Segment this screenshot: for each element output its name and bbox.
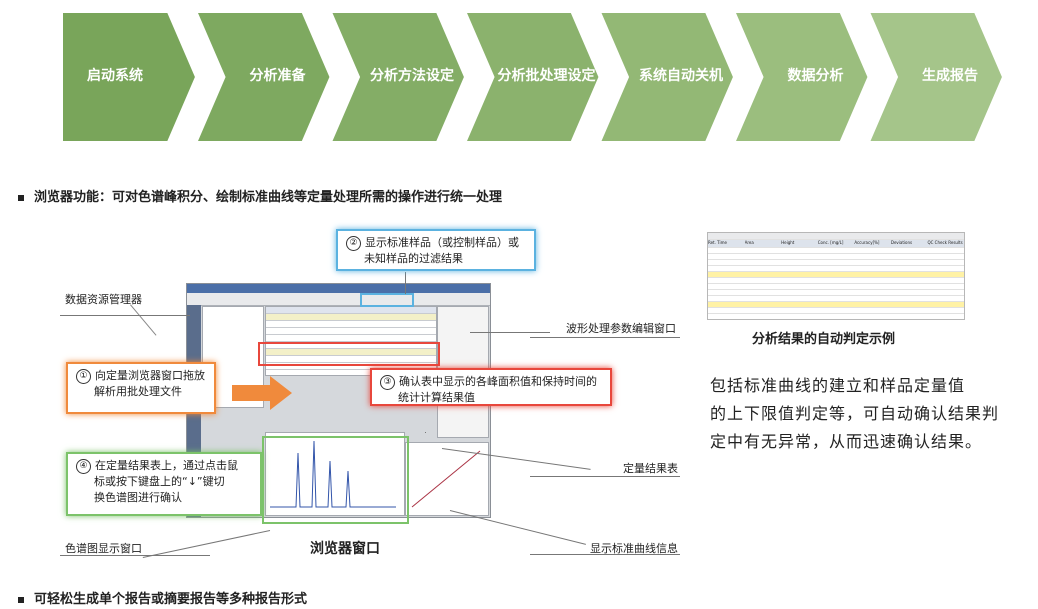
callout-filter-results: ② 显示标准样品（或控制样品）或 未知样品的过滤结果 [336, 229, 536, 271]
leader-line [470, 332, 550, 333]
callout-text: 标或按下键盘上的“↓”键切 [94, 475, 225, 488]
callout-switch-chromatogram: ④ 在定量结果表上，通过点击鼠 标或按下键盘上的“↓”键切 换色谱图进行确认 [66, 452, 262, 516]
section-title: 浏览器功能：可对色谱峰积分、绘制标准曲线等定量处理所需的操作进行统一处理 [34, 190, 503, 205]
workflow-banner [61, 11, 1005, 143]
result-caption: 分析结果的自动判定示例 [752, 332, 896, 347]
number-badge: ① [76, 368, 91, 384]
callout-text: 换色谱图进行确认 [94, 491, 182, 504]
highlight-box-red [258, 342, 440, 366]
label-waveform-window: 波形处理参数编辑窗口 [566, 322, 676, 335]
description-line: 定中有无异常，从而迅速确认结果。 [710, 432, 983, 451]
workflow-step-label: 分析准备 [249, 68, 306, 84]
leader-line [142, 530, 271, 559]
section-heading-browser: 浏览器功能：可对色谱峰积分、绘制标准曲线等定量处理所需的操作进行统一处理 [18, 186, 502, 205]
workflow-step-chevron [194, 11, 332, 143]
leader-line [60, 315, 190, 316]
callout-text: 未知样品的过滤结果 [364, 252, 463, 265]
workflow-step-label: 启动系统 [87, 68, 143, 84]
section-heading-reports: 可轻松生成单个报告或摘要报告等多种报告形式 [18, 588, 307, 607]
label-quant-table: 定量结果表 [623, 462, 678, 475]
calibration-plot [411, 450, 481, 508]
description-text: 包括标准曲线的建立和样品定量值 的上下限值判定等，可自动确认结果判 定中有无异常… [710, 372, 1010, 456]
workflow-step-chevron [732, 11, 870, 143]
workflow-step-label: 数据分析 [787, 68, 844, 84]
number-badge: ④ [76, 458, 91, 474]
leader-line [425, 432, 426, 433]
result-column-header: Conc. [mg/L] [817, 240, 844, 245]
callout-text: 解析用批处理文件 [94, 385, 182, 398]
description-line: 包括标准曲线的建立和样品定量值 [710, 376, 966, 395]
workflow-step-chevron [329, 11, 467, 143]
leader-line [530, 554, 680, 555]
workflow-step-label: 生成报告 [922, 68, 978, 84]
label-data-manager: 数据资源管理器 [65, 293, 142, 306]
workflow-step-label: 分析批处理设定 [497, 68, 596, 84]
callout-text: 显示标准样品（或控制样品）或 [365, 236, 519, 249]
label-chromatogram-window: 色谱图显示窗口 [65, 542, 142, 555]
label-browser-window: 浏览器窗口 [310, 541, 380, 557]
result-column-header: Deviations [890, 240, 913, 245]
workflow-step-label: 分析方法设定 [370, 68, 454, 84]
leader-line [530, 337, 680, 338]
callout-text: 确认表中显示的各峰面积值和保持时间的 [399, 375, 597, 388]
result-column-header: Ret. Time [708, 240, 727, 245]
number-badge: ② [346, 235, 361, 251]
number-badge: ③ [380, 374, 395, 390]
result-column-header: QC Check Results [927, 240, 963, 245]
chromatogram-plot [270, 440, 396, 508]
workflow-step-label: 系统自动关机 [639, 68, 723, 84]
highlight-box-blue [360, 293, 414, 307]
callout-statistics: ③ 确认表中显示的各峰面积值和保持时间的 统计计算结果值 [370, 368, 612, 406]
workflow-step-chevron [463, 11, 601, 143]
workflow-step-chevron [867, 11, 1005, 143]
section-title: 可轻松生成单个报告或摘要报告等多种报告形式 [34, 592, 308, 607]
leader-line [405, 272, 406, 294]
window-titlebar [187, 284, 490, 293]
window-toolbar [187, 293, 490, 306]
highlight-box-green [262, 436, 409, 524]
leader-line [130, 304, 157, 336]
bullet-square-icon [18, 596, 24, 603]
result-column-header: Accuracy[%] [854, 240, 880, 245]
leader-line [60, 555, 210, 556]
callout-text: 统计计算结果值 [398, 391, 475, 404]
result-column-header: Height [781, 240, 795, 245]
callout-text: 在定量结果表上，通过点击鼠 [95, 459, 238, 472]
callout-text: 向定量浏览器窗口拖放 [95, 369, 205, 382]
workflow-step-chevron [598, 11, 736, 143]
leader-line [530, 476, 680, 477]
callout-drag-batch-file: ① 向定量浏览器窗口拖放 解析用批处理文件 [66, 362, 216, 414]
calibration-pane [405, 442, 489, 516]
workflow-step-chevron [61, 11, 198, 143]
label-calibration-info: 显示标准曲线信息 [590, 542, 678, 555]
chromatogram-pane [265, 432, 405, 516]
bullet-square-icon [18, 194, 24, 201]
result-table-screenshot: Ret. Time Area Height Conc. [mg/L] Accuracy[… [707, 232, 965, 320]
leader-line [449, 510, 586, 545]
drag-arrow-icon [232, 376, 292, 410]
description-line: 的上下限值判定等，可自动确认结果判 [710, 404, 1000, 423]
result-column-header: Area [744, 240, 754, 245]
